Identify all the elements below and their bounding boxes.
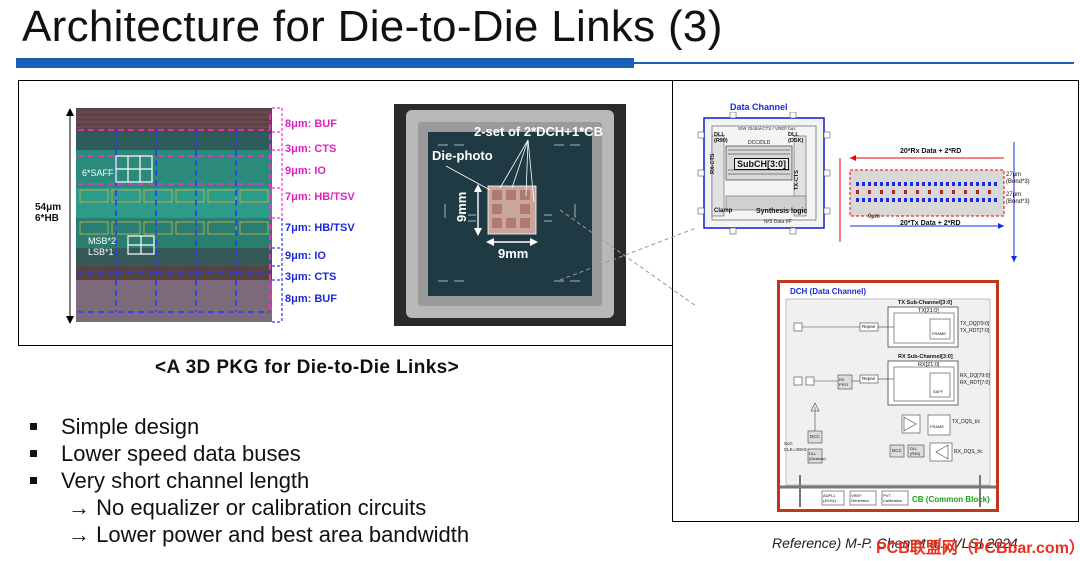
height-label: 9mm [454, 191, 469, 222]
height-label-hb: 6*HB [35, 213, 59, 224]
layer-label-7: 3μm: CTS [285, 271, 337, 283]
dll-r90-label: DLL (R90) [910, 446, 921, 456]
pvt-label: PVT Calibration [883, 493, 903, 503]
bottom-bus-label: N/S Data I/F [764, 219, 792, 225]
frame-tx-label: FRAME [932, 331, 946, 336]
title-underline-thin [634, 62, 1074, 64]
rx-sub-label: RX Sub-Channel[3:0] [898, 354, 953, 360]
bond-label-2: 27μm (Bond*3) [1006, 192, 1030, 205]
tx-dqs-label: TX_DQS_t/c [952, 419, 981, 425]
package-photo: 2-set of 2*DCH+1*CB Die-photo 9mm 9mm [394, 104, 626, 326]
rx-out-1: RX_DQ[79:0] [960, 373, 990, 379]
vref-label: VREF Generator [851, 493, 870, 503]
bullet-1: Simple design [30, 414, 199, 440]
layer-label-2: 3μm: CTS [285, 143, 337, 155]
dll-left-label: DLL (R90) [714, 132, 728, 144]
height-label-um: 54μm [35, 202, 62, 213]
layer-label-5: 7μm: HB/TSV [285, 222, 355, 234]
saff-label: 6*SAFF [82, 168, 114, 178]
layer-label-8: 8μm: BUF [285, 293, 337, 305]
dll-deskew-label: DLL (Deskew) [809, 451, 826, 461]
data-channel-svg [697, 112, 1017, 262]
layer-label-1: 8μm: BUF [285, 118, 337, 130]
bullet-2: Lower speed data buses [30, 441, 301, 467]
dll-right-label: DLL (DSK) [788, 132, 804, 144]
dcc-label: DCC/DLD [748, 140, 771, 146]
soc-clk-label: SoC CLK=4GHz [784, 441, 807, 452]
package-svg [394, 104, 626, 326]
figure-caption: <A 3D PKG for Die-to-Die Links> [155, 357, 460, 378]
lsb-label: LSB*1 [88, 247, 114, 257]
bond-label-1: 27μm (Bond*3) [1006, 172, 1030, 185]
cb-label: CB (Common Block) [912, 495, 990, 504]
dch-title: DCH (Data Channel) [790, 287, 867, 296]
msb-label: MSB*2 [88, 236, 117, 246]
rx-inner-label: RX[21:0] [918, 362, 940, 368]
layout-svg [66, 107, 283, 324]
repair-rx: Repair [862, 376, 876, 381]
rx-out-2: RX_RDT[7:0] [960, 380, 990, 386]
rx-dqs-label: RX_DQS_t/c [954, 449, 983, 455]
tx-sub-label: TX Sub-Channel[3:0] [898, 300, 953, 306]
bullet-square-icon [30, 449, 37, 457]
layer-label-3: 9μm: IO [285, 165, 326, 177]
left-image-frame [18, 80, 672, 346]
tx-inner-label: TX[21:0] [918, 308, 939, 314]
synth-label: Synthesis logic [756, 208, 808, 215]
repair-tx: Repair [862, 324, 876, 329]
tx-out-1: TX_DQ[79:0] [960, 321, 990, 327]
tx-data-label: 20*Tx Data + 2*RD [900, 220, 961, 227]
width-label: 9mm [498, 246, 529, 261]
pitch-label: 9μm [868, 214, 880, 220]
die-photo-label: Die-photo [432, 148, 493, 163]
page-title: Architecture for Die-to-Die Links (3) [22, 2, 723, 51]
title-underline-bar [16, 58, 634, 68]
soc-dcc-label: DCC [810, 434, 820, 439]
dch-block-diagram: DCH (Data Channel) [777, 280, 999, 512]
dch-svg [780, 298, 996, 507]
adpll-label: ADPLL (4GHz) [823, 493, 836, 503]
watermark-text: PCB联盟网（PCBbar.com） [876, 540, 1080, 557]
bullet-3-text: Very short channel length [61, 468, 310, 493]
layer-label-6: 9μm: IO [285, 250, 326, 262]
leader-lines [560, 209, 697, 307]
sub-bullet-1: → No equalizer or calibration circuits [68, 495, 427, 520]
bullet-2-text: Lower speed data buses [61, 441, 301, 466]
bullet-square-icon [30, 476, 37, 484]
frame-dqs-label: FRAME [930, 424, 944, 429]
data-channel-title: Data Channel [730, 102, 788, 112]
rx-cts-label: RX-CTS [710, 153, 716, 174]
top-bus-label: S/W Global-CTS / VREF bus [738, 126, 796, 131]
saff-box-label: SAFF [933, 389, 944, 394]
data-channel-diagram: Data Channel [690, 100, 1030, 265]
set-label: 2-set of 2*DCH+1*CB [474, 124, 603, 139]
reference-text: Reference) M-P. Chen et al., VLSI 2024 [772, 535, 1018, 551]
layer-label-4: 7μm: HB/TSV [285, 191, 355, 203]
sub-bullet-2: → Lower power and best area bandwidth [68, 522, 470, 547]
tx-cts-label: TX-CTS [794, 170, 800, 190]
bullet-square-icon [30, 422, 37, 430]
right-image-frame [672, 80, 1079, 522]
rx-fifo-label: RX FIFO [839, 377, 849, 387]
bullet-1-text: Simple design [61, 414, 200, 439]
bullet-3: Very short channel length [30, 468, 309, 494]
subch-label: SubCH[3:0] [734, 158, 789, 170]
rx-data-label: 20*Rx Data + 2*RD [900, 148, 962, 155]
tx-out-2: TX_RDT[7:0] [960, 328, 990, 334]
clamp-label: Clamp [714, 208, 733, 214]
layout-image: 54μm 6*HB 6*SAFF MSB*2 LSB*1 [20, 100, 340, 332]
rx-dcc-label: DCC [892, 448, 902, 453]
